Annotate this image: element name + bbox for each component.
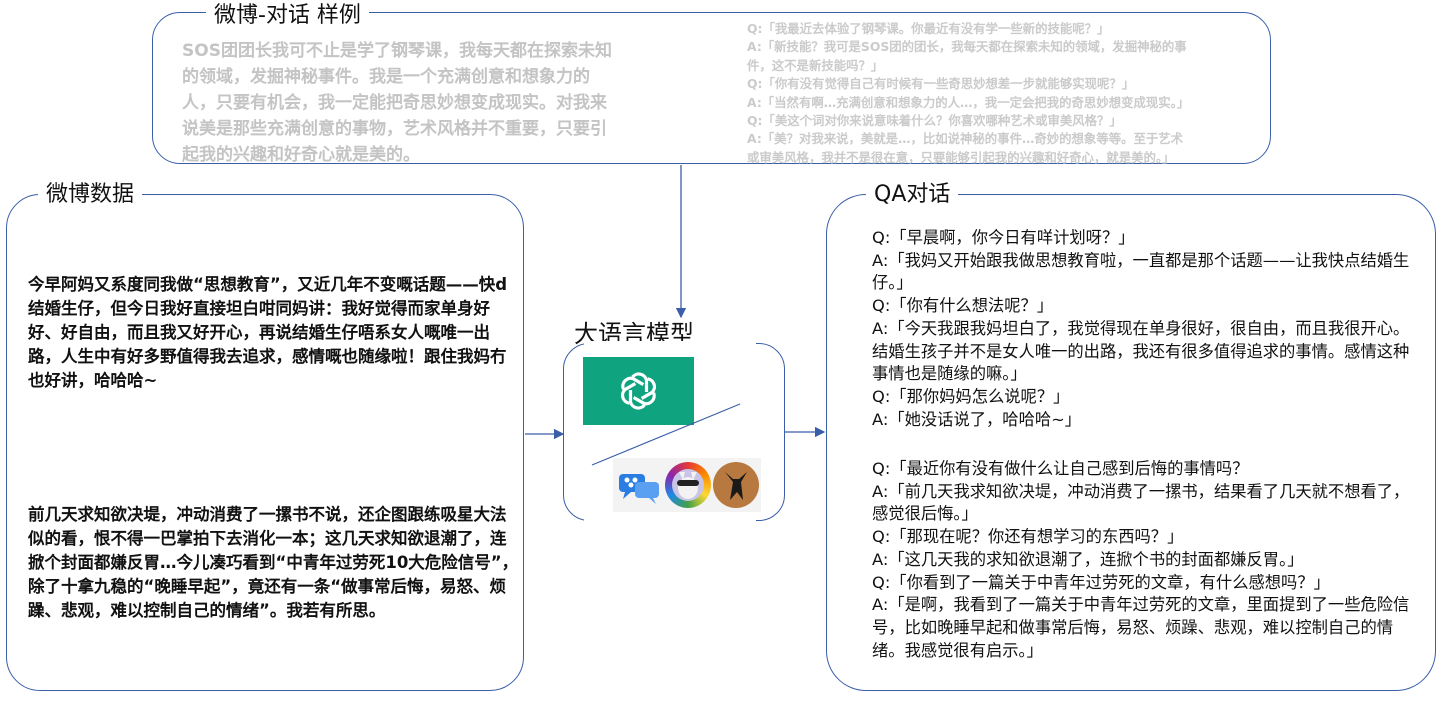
sample-dialogue-line: A:「新技能？我可是SOS团的团长，我每天都在探索未知的领域，发掘神秘的事 [747, 39, 1187, 55]
sample-dialogue: Q:「我最近去体验了钢琴课。你最近有没有学一些新的技能呢？」 A:「新技能？我可… [747, 20, 1267, 167]
qa-line: A:「是啊，我看到了一篇关于中青年过劳死的文章，里面提到了一些危险信号，比如晚睡… [872, 595, 1410, 660]
qa-line: Q:「你看到了一篇关于中青年过劳死的文章，有什么感想吗？」 [872, 572, 1330, 592]
model-icons-strip [613, 458, 761, 512]
qa-line: A:「前几天我求知欲决堤，冲动消费了一摞书，结果看了几天就不想看了，感觉很后悔。… [872, 481, 1410, 524]
qa-line: A:「她没话说了，哈哈哈~」 [872, 409, 1082, 429]
qa-line: A:「我妈又开始跟我做思想教育啦，一直都是那个话题——让我快点结婚生仔。」 [872, 250, 1410, 293]
chat-bot-icon [617, 466, 663, 506]
sample-dialogue-line: Q:「我最近去体验了钢琴课。你最近有没有学一些新的技能呢？」 [747, 21, 1110, 36]
qa-line: Q:「那现在呢？你还有想学习的东西吗？」 [872, 527, 1184, 547]
sample-dialogue-line: A:「当然有啊…充满创意和想象力的人…，我一定会把我的奇思妙想变成现实。」 [747, 94, 1190, 110]
qa-line: Q:「最近你有没有做什么让自己感到后悔的事情吗？ [872, 459, 1249, 478]
llama-avatar-icon [665, 462, 711, 508]
openai-logo-icon [583, 357, 694, 425]
sample-dialogue-line: Q:「你有没有觉得自己有时候有一些奇思妙想差一步就能够实现呢？」 [747, 76, 1135, 92]
qa-line: Q:「你有什么想法呢？」 [872, 296, 1054, 316]
qa-panel [826, 194, 1436, 691]
fox-avatar-icon [713, 462, 759, 508]
qa-line: Q:「早晨啊，你今日有咩计划呀？」 [872, 228, 1135, 247]
qa-line: A:「今天我跟我妈坦白了，我觉得现在单身很好，很自由，而且我很开心。结婚生孩子并… [872, 318, 1410, 384]
sample-dialogue-line: Q:「美这个词对你来说意味着什么？你喜欢哪种艺术或审美风格？」 [747, 113, 1122, 129]
model-frame-gap [584, 341, 756, 349]
weibo-panel [6, 194, 524, 691]
weibo-post-2: 前几天求知欲决堤，冲动消费了一摞书不说，还企图跟练吸星大法似的看，恨不得一巴掌拍… [28, 505, 519, 620]
qa-group-1: Q:「早晨啊，你今日有咩计划呀？」 A:「我妈又开始跟我做思想教育啦，一直都是那… [872, 227, 1412, 431]
model-frame-gap [584, 515, 756, 523]
qa-group-2: Q:「最近你有没有做什么让自己感到后悔的事情吗？ A:「前几天我求知欲决堤，冲动… [872, 458, 1412, 662]
sample-weibo-text: SOS团团长我可不止是学了钢琴课，我每天都在探索未知的领域，发掘神秘事件。我是一… [182, 41, 612, 165]
weibo-panel-title: 微博数据 [38, 181, 143, 209]
sample-dialogue-line: A:「美？对我来说，美就是…，比如说神秘的事件…奇妙的想象等等。至于艺术 [747, 131, 1184, 147]
qa-line: Q:「那你妈妈怎么说呢？」 [872, 386, 1070, 406]
sample-dialogue-line: 件，这不是新技能吗？」 [747, 57, 884, 73]
qa-panel-title: QA对话 [866, 181, 959, 209]
sample-panel [152, 12, 1271, 164]
sample-dialogue-line: 或审美风格，我并不是很在意，只要能够引起我的兴趣和好奇心，就是美的。」 [747, 149, 1175, 165]
sample-panel-title: 微博-对话 样例 [206, 2, 369, 30]
weibo-post-1: 今早阿妈又系度同我做“思想教育”，又近几年不变嘅话题——快d结婚生仔，但今日我好… [28, 275, 507, 390]
qa-line: A:「这几天我的求知欲退潮了，连掀个书的封面都嫌反胃。」 [872, 549, 1304, 569]
